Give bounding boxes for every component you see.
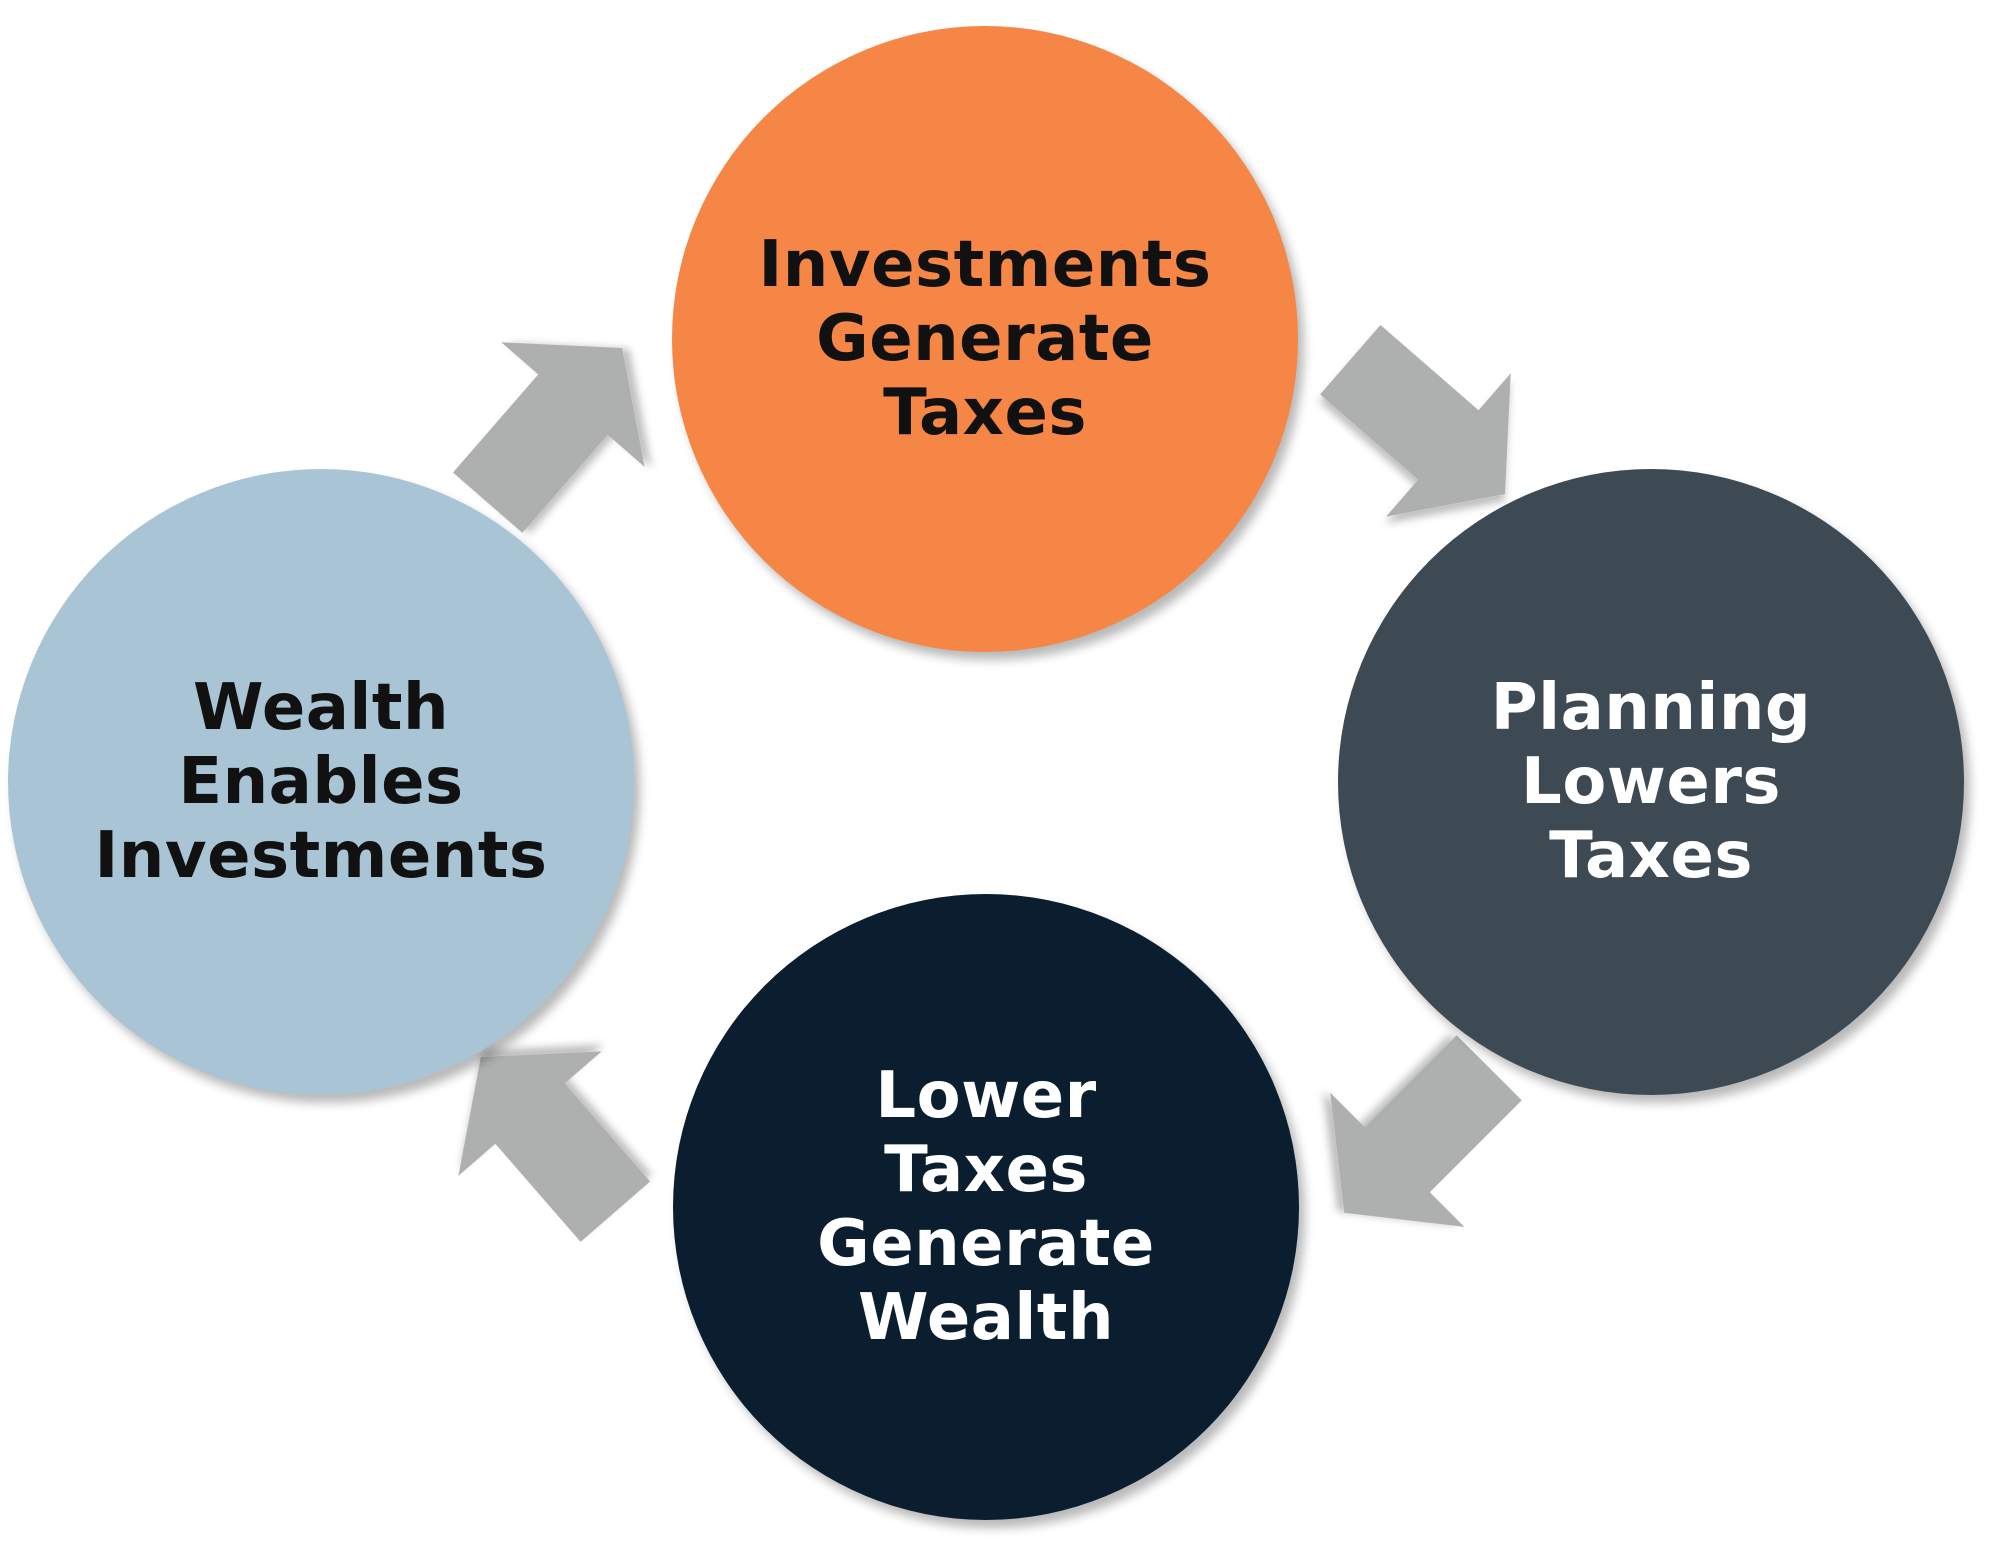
cycle-arrow-shape <box>1320 324 1511 517</box>
node-investments-generate-taxes: Investments Generate Taxes <box>672 26 1298 652</box>
node-label: Lower Taxes Generate Wealth <box>817 1059 1155 1355</box>
node-planning-lowers-taxes: Planning Lowers Taxes <box>1338 469 1964 1095</box>
arrow-wealth-to-investments <box>452 342 645 533</box>
node-label: Planning Lowers Taxes <box>1490 671 1812 893</box>
cycle-arrow-shape <box>458 1051 651 1242</box>
arrow-planning-to-lower <box>1330 1035 1522 1227</box>
arrow-investments-to-planning <box>1320 324 1511 517</box>
node-lower-taxes-generate-wealth: Lower Taxes Generate Wealth <box>673 894 1299 1520</box>
cycle-arrow-shape <box>452 342 645 533</box>
arrow-lower-to-wealth <box>458 1051 651 1242</box>
node-label: Investments Generate Taxes <box>758 228 1212 450</box>
node-wealth-enables-investments: Wealth Enables Investments <box>8 469 634 1095</box>
node-label: Wealth Enables Investments <box>94 671 548 893</box>
cycle-arrow-shape <box>1330 1035 1522 1227</box>
